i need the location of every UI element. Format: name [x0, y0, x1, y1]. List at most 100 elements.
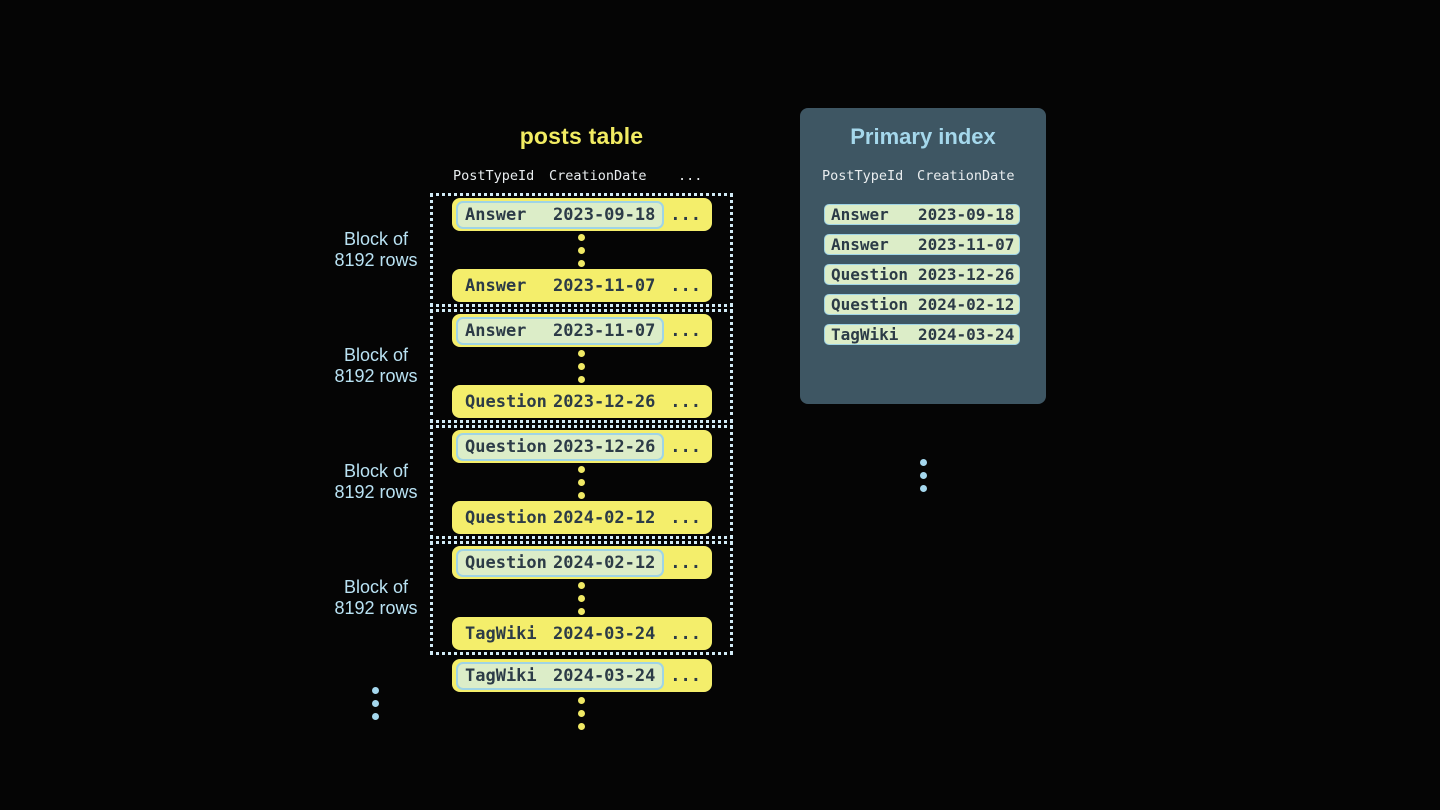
row-ellipsis: ... [670, 552, 701, 573]
index-entry-highlight: Answer 2023-09-18 [456, 200, 665, 229]
block-label-line1: Block of [343, 229, 409, 249]
creation-date-cell: 2023-12-26 [553, 391, 656, 412]
posts-table-blocks: Answer 2023-09-18 ... Answer 2023-11-07 ..… [430, 193, 733, 655]
dot-icon [372, 713, 379, 720]
index-entry: Question 2024-02-12 [824, 294, 1020, 315]
dot-icon [578, 607, 585, 615]
creation-date-cell: 2023-09-18 [553, 204, 656, 225]
block-label-2: Block of 8192 rows [296, 345, 456, 387]
post-type-cell: Answer [831, 205, 889, 224]
ellipsis-dots-vertical [433, 465, 730, 499]
post-type-cell: Question [465, 507, 547, 528]
creation-date-cell: 2023-12-26 [918, 265, 1015, 284]
ellipsis-dots-vertical [433, 349, 730, 383]
index-column-header-posttypeid: PostTypeId [822, 168, 904, 184]
row-block-4: Question 2024-02-12 ... TagWiki 2024-03-24… [430, 541, 733, 655]
dot-icon [372, 700, 379, 707]
block-label-3: Block of 8192 rows [296, 461, 456, 503]
row-ellipsis: ... [670, 507, 701, 528]
dot-icon [578, 697, 585, 704]
posts-table-title: posts table [519, 123, 644, 149]
primary-index-title: Primary index [850, 124, 996, 149]
dot-icon [578, 465, 585, 473]
dot-icon [578, 581, 585, 589]
posts-column-header-posttypeid: PostTypeId [453, 168, 535, 184]
creation-date-cell: 2023-11-07 [553, 320, 656, 341]
table-row: Question 2023-12-26 ... [452, 385, 712, 418]
row-block-1: Answer 2023-09-18 ... Answer 2023-11-07 ..… [430, 193, 733, 307]
post-type-cell: TagWiki [465, 665, 537, 686]
primary-index-panel: Primary index PostTypeId CreationDate An… [800, 108, 1046, 492]
more-blocks-dots [372, 687, 379, 720]
creation-date-cell: 2023-12-26 [553, 436, 656, 457]
table-row-overflow: TagWiki 2024-03-24 ... [452, 659, 712, 692]
creation-date-cell: 2023-11-07 [553, 275, 656, 296]
block-label-1: Block of 8192 rows [296, 229, 456, 271]
index-entry-highlight: Question 2023-12-26 [456, 432, 665, 461]
index-entry: Question 2023-12-26 [824, 264, 1020, 285]
dot-icon [578, 594, 585, 602]
block-label-line2: 8192 rows [334, 482, 418, 502]
primary-index-rows: Answer 2023-09-18 Answer 2023-11-07 Questi… [824, 204, 1020, 345]
post-type-cell: TagWiki [831, 325, 899, 344]
post-type-cell: Answer [465, 204, 527, 225]
row-text: Answer 2023-11-07 [456, 272, 664, 300]
row-ellipsis: ... [670, 436, 701, 457]
ellipsis-dots-vertical [433, 233, 730, 267]
post-type-cell: Question [831, 265, 909, 284]
index-entry-highlight: Question 2024-02-12 [456, 548, 665, 577]
row-text: Question 2023-12-26 [456, 388, 664, 416]
dot-icon [919, 472, 927, 479]
index-entry-highlight: TagWiki 2024-03-24 [456, 661, 665, 690]
row-ellipsis: ... [670, 391, 701, 412]
block-label-line2: 8192 rows [334, 250, 418, 270]
creation-date-cell: 2024-02-12 [918, 295, 1015, 314]
post-type-cell: Answer [831, 235, 889, 254]
dot-icon [578, 362, 585, 370]
creation-date-cell: 2023-11-07 [918, 235, 1015, 254]
block-label-line1: Block of [343, 577, 409, 597]
index-entry: TagWiki 2024-03-24 [824, 324, 1020, 345]
creation-date-cell: 2024-03-24 [553, 665, 656, 686]
index-entry-highlight: Answer 2023-11-07 [456, 316, 665, 345]
dot-icon [372, 687, 379, 694]
table-row: Question 2024-02-12 ... [452, 546, 712, 579]
table-row: Question 2023-12-26 ... [452, 430, 712, 463]
block-label-line2: 8192 rows [334, 366, 418, 386]
row-ellipsis: ... [670, 204, 701, 225]
row-ellipsis: ... [670, 320, 701, 341]
dot-icon [578, 478, 585, 486]
post-type-cell: Question [465, 391, 547, 412]
creation-date-cell: 2023-09-18 [918, 205, 1015, 224]
post-type-cell: Question [465, 552, 547, 573]
post-type-cell: Question [465, 436, 547, 457]
index-entry: Answer 2023-11-07 [824, 234, 1020, 255]
row-ellipsis: ... [670, 665, 701, 686]
creation-date-cell: 2024-03-24 [918, 325, 1015, 344]
block-label-line1: Block of [343, 461, 409, 481]
row-block-2: Answer 2023-11-07 ... Question 2023-12-26 … [430, 309, 733, 423]
post-type-cell: TagWiki [465, 623, 537, 644]
table-row: Answer 2023-11-07 ... [452, 314, 712, 347]
post-type-cell: Answer [465, 275, 527, 296]
creation-date-cell: 2024-03-24 [553, 623, 656, 644]
index-entry: Answer 2023-09-18 [824, 204, 1020, 225]
post-type-cell: Answer [465, 320, 527, 341]
dot-icon [578, 246, 585, 254]
ellipsis-dots-vertical [433, 581, 730, 615]
dot-icon [578, 491, 585, 499]
dot-icon [578, 710, 585, 717]
table-row: Answer 2023-09-18 ... [452, 198, 712, 231]
posts-column-header-creationdate: CreationDate [549, 168, 647, 184]
creation-date-cell: 2024-02-12 [553, 552, 656, 573]
dot-icon [578, 233, 585, 241]
post-type-cell: Question [831, 295, 909, 314]
row-text: TagWiki 2024-03-24 [456, 620, 664, 648]
row-ellipsis: ... [670, 275, 701, 296]
posts-column-header-ellipsis: ... [678, 168, 703, 184]
block-label-4: Block of 8192 rows [296, 577, 456, 619]
